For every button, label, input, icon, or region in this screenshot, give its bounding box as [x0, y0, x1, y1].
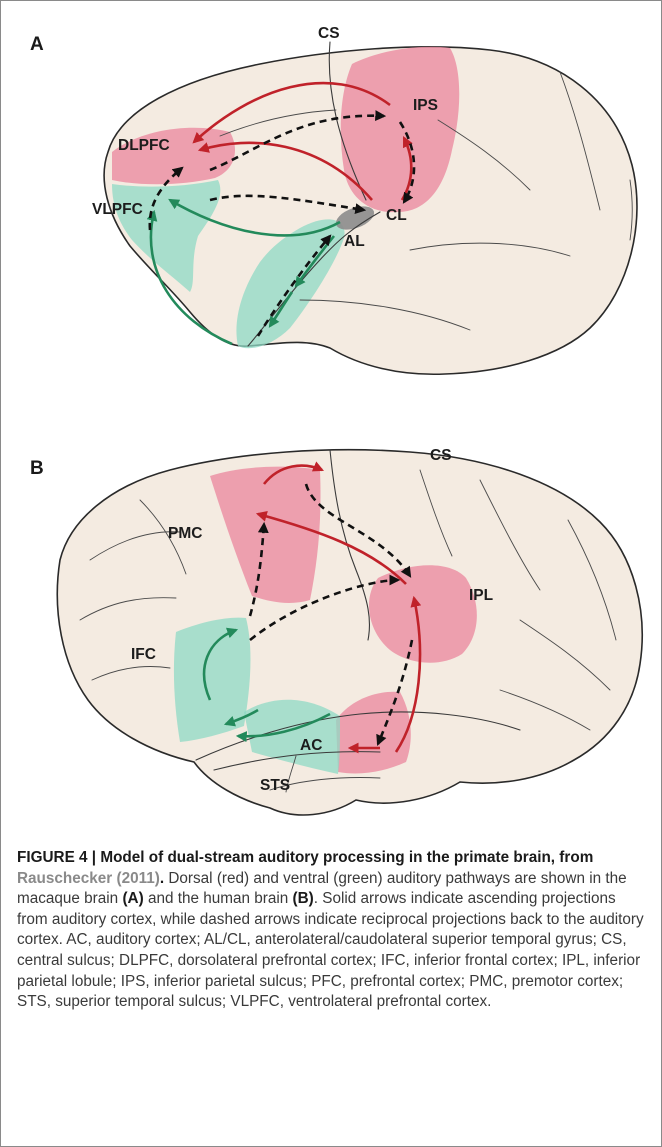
- label-b-sts: STS: [260, 777, 290, 794]
- panel-a: A CS IPS DLPFC VL: [30, 25, 637, 374]
- figure-illustration: A CS IPS DLPFC VL: [0, 0, 662, 840]
- panel-b-letter: B: [30, 458, 44, 479]
- caption-title: FIGURE 4 | Model of dual-stream auditory…: [17, 849, 593, 866]
- label-b-cs: CS: [430, 447, 452, 464]
- label-b-pmc: PMC: [168, 525, 202, 542]
- label-a-al: AL: [344, 233, 365, 250]
- label-a-vlpfc: VLPFC: [92, 201, 143, 218]
- figure-caption: FIGURE 4 | Model of dual-stream auditory…: [17, 848, 647, 1013]
- label-a-cs: CS: [318, 25, 340, 42]
- label-b-ipl: IPL: [469, 587, 493, 604]
- panel-a-letter: A: [30, 34, 44, 55]
- ifc-region: [174, 618, 251, 742]
- label-a-cl: CL: [386, 207, 407, 224]
- label-b-ac: AC: [300, 737, 322, 754]
- caption-ref-a: (A): [122, 890, 143, 907]
- label-a-ips: IPS: [413, 97, 438, 114]
- label-a-dlpfc: DLPFC: [118, 137, 170, 154]
- caption-text-3: . Solid arrows indicate ascending projec…: [17, 890, 644, 1010]
- label-b-ifc: IFC: [131, 646, 156, 663]
- panel-b: B CS: [30, 447, 642, 815]
- caption-citation[interactable]: Rauschecker (2011): [17, 870, 160, 887]
- caption-ref-b: (B): [293, 890, 314, 907]
- caption-text-2: and the human brain: [144, 890, 293, 907]
